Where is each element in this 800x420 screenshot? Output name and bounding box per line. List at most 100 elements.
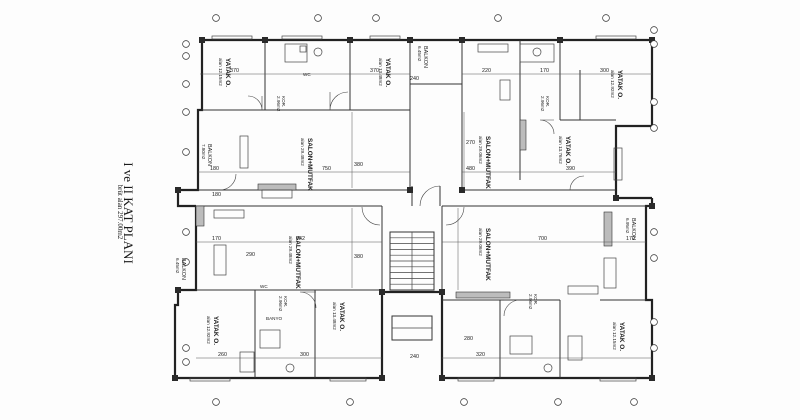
- grid-bubble: [182, 80, 190, 88]
- grid-bubble: [182, 228, 190, 236]
- room-name: YATAK O.: [618, 322, 625, 351]
- grid-bubble: [346, 398, 354, 406]
- room-name: YATAK O.: [212, 316, 219, 345]
- room-name: YATAK O.: [564, 136, 571, 165]
- grid-bubble: [650, 124, 658, 132]
- grid-bubble: [182, 40, 190, 48]
- grid-bubble: [494, 14, 502, 22]
- room-area: 6.95m2: [625, 218, 630, 234]
- room-name: SALON+MUTFAK: [484, 228, 491, 281]
- grid-bubble: [650, 26, 658, 34]
- room-area: alan 29.48m2: [288, 236, 293, 264]
- grid-bubble: [182, 52, 190, 60]
- dim-text: 700: [538, 236, 547, 242]
- room-name: BALKON: [422, 46, 428, 68]
- room-area: alan 12.15m2: [218, 58, 223, 86]
- dim-text: 480: [466, 166, 475, 172]
- grid-bubble: [182, 148, 190, 156]
- room-name: SALON+MUTFAK: [294, 236, 301, 289]
- room-area: alan 12.92m2: [206, 316, 211, 344]
- grid-bubble: [182, 108, 190, 116]
- dim-text: 300: [300, 352, 309, 358]
- room-name: KOR.: [545, 96, 550, 107]
- dim-text: 390: [566, 166, 575, 172]
- dim-text: 290: [246, 252, 255, 258]
- fixtures: [189, 35, 637, 382]
- room-name: YATAK O.: [224, 58, 231, 87]
- grid-bubble: [212, 14, 220, 22]
- interior-walls: [196, 40, 646, 378]
- room-name: BALKON: [630, 218, 636, 240]
- grid-bubble: [650, 228, 658, 236]
- grid-bubble: [314, 14, 322, 22]
- room-area: 2.96m2: [276, 96, 281, 112]
- dim-text: 270: [466, 140, 475, 146]
- grid-bubbles: [182, 14, 658, 406]
- dim-text: 180: [210, 166, 219, 172]
- grid-bubble: [650, 40, 658, 48]
- grid-bubble: [650, 98, 658, 106]
- dim-text: 280: [464, 336, 473, 342]
- room-name: KOR.: [283, 296, 288, 307]
- dim-text: 240: [410, 76, 419, 82]
- room-area: 6.45m2: [175, 258, 180, 274]
- grid-bubble: [182, 358, 190, 366]
- dim-text: 260: [218, 352, 227, 358]
- grid-bubble: [650, 318, 658, 326]
- dim-text: 180: [212, 192, 221, 198]
- dim-text: 320: [476, 352, 485, 358]
- dimension-texts: 370 370 240 220 170 300 750 480 390 180 …: [210, 68, 635, 360]
- dim-text: 380: [354, 162, 363, 168]
- grid-bubble: [460, 398, 468, 406]
- grid-bubble: [372, 14, 380, 22]
- wc-label: WC: [303, 72, 311, 77]
- room-area: 2.96m2: [540, 96, 545, 112]
- dim-text: 742: [296, 236, 305, 242]
- room-area: alan 29.48m2: [300, 138, 305, 166]
- dim-text: 240: [410, 354, 419, 360]
- room-area: alan 12.15m2: [612, 322, 617, 350]
- wc-label: WC: [260, 284, 268, 289]
- grid-bubble: [182, 258, 190, 266]
- room-name: YATAK O.: [384, 58, 391, 87]
- room-area: alan 13.76m2: [558, 136, 563, 164]
- room-area: alan 29.06m2: [478, 136, 483, 164]
- room-name: BALKON: [206, 144, 212, 166]
- dimension-lines: [196, 73, 652, 359]
- room-area: alan 13.48m2: [332, 302, 337, 330]
- doors: [219, 91, 585, 317]
- dim-text: 370: [230, 68, 239, 74]
- dim-text: 170: [626, 236, 635, 242]
- room-name: KOR.: [281, 96, 286, 107]
- room-area: alan 29.06m2: [478, 228, 483, 256]
- grid-bubble: [650, 344, 658, 352]
- dim-text: 380: [354, 254, 363, 260]
- dim-text: 370: [370, 68, 379, 74]
- room-labels: YATAK O.alan 12.15m2 YATAK O.alan 13.48m…: [175, 46, 636, 351]
- grid-bubble: [554, 398, 562, 406]
- grid-bubble: [212, 398, 220, 406]
- room-area: alan 12.92m2: [610, 70, 615, 98]
- room-area: 2.96m2: [278, 296, 283, 312]
- dim-text: 300: [600, 68, 609, 74]
- room-name: SALON+MUTFAK: [484, 136, 491, 189]
- grid-bubble: [650, 254, 658, 262]
- room-area: alan 13.48m2: [378, 58, 383, 86]
- dim-text: 220: [482, 68, 491, 74]
- room-area: 6.45m2: [417, 46, 422, 62]
- room-name: YATAK O.: [338, 302, 345, 331]
- grid-bubble: [182, 344, 190, 352]
- structural-columns: [172, 37, 655, 381]
- stair-core: [389, 231, 435, 341]
- dim-text: 750: [322, 166, 331, 172]
- room-area: 2.96m2: [528, 294, 533, 310]
- dim-text: 170: [212, 236, 221, 242]
- room-area: 7.80m2: [201, 144, 206, 160]
- bath-label: BANYO: [266, 316, 283, 321]
- room-name: BALKON: [180, 258, 186, 280]
- room-name: KOR.: [533, 294, 538, 305]
- grid-bubble: [630, 398, 638, 406]
- dim-text: 170: [540, 68, 549, 74]
